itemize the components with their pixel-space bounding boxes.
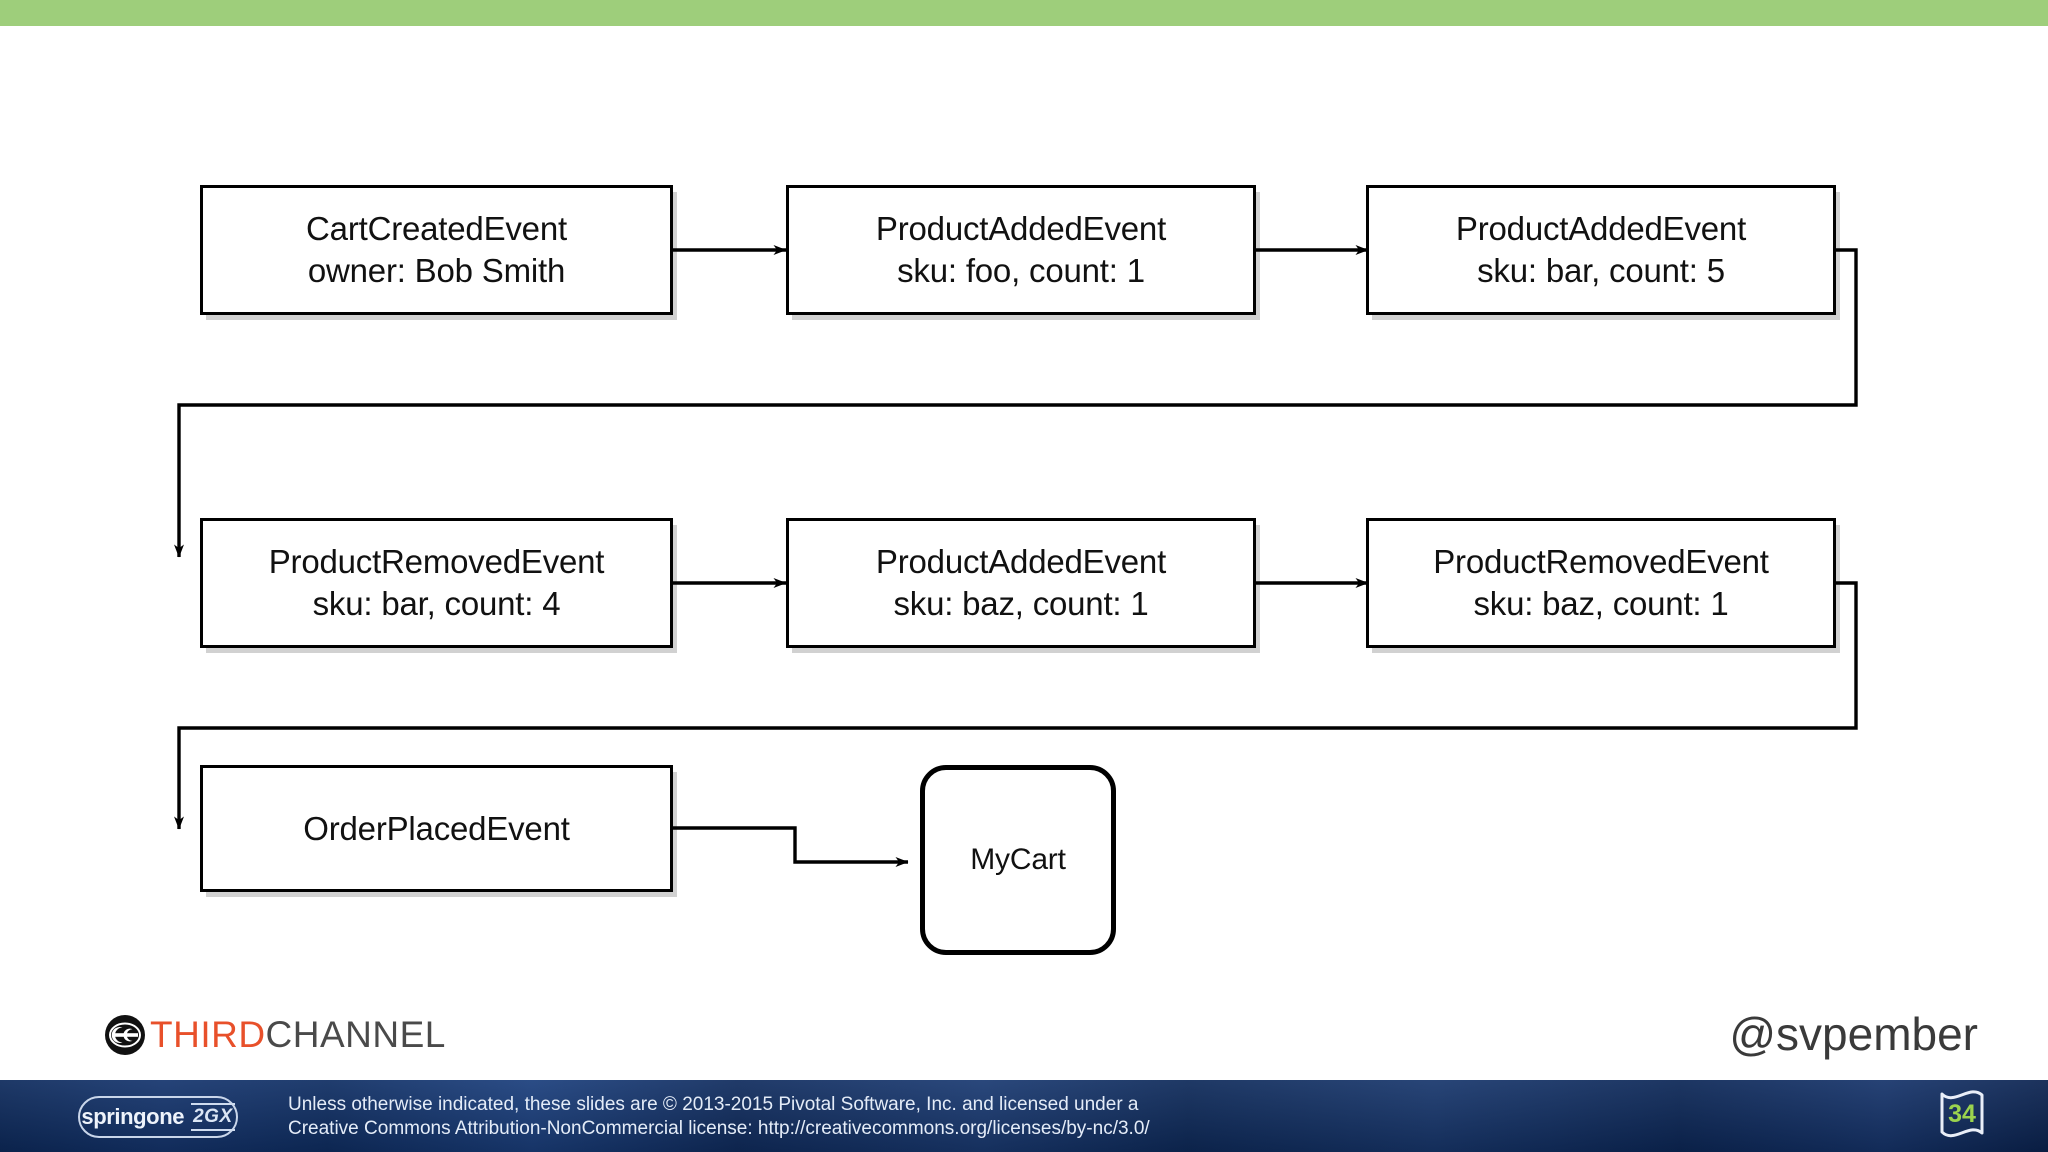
node-product-added-baz[interactable]: ProductAddedEvent sku: baz, count: 1 <box>786 518 1256 648</box>
springone-badge: 2GX <box>191 1103 235 1131</box>
node-cart-created[interactable]: CartCreatedEvent owner: Bob Smith <box>200 185 673 315</box>
node-line: ProductAddedEvent <box>1455 210 1747 247</box>
node-line: sku: baz, count: 1 <box>1473 585 1729 622</box>
twitter-handle: @svpember <box>1729 1008 1978 1060</box>
node-line: sku: bar, count: 4 <box>312 585 561 622</box>
node-line: sku: foo, count: 1 <box>897 252 1145 289</box>
license-line-1: Unless otherwise indicated, these slides… <box>288 1094 1139 1115</box>
node-product-removed-bar[interactable]: ProductRemovedEvent sku: bar, count: 4 <box>200 518 673 648</box>
thirdchannel-circle-icon <box>104 1014 146 1056</box>
node-product-added-foo[interactable]: ProductAddedEvent sku: foo, count: 1 <box>786 185 1256 315</box>
node-my-cart[interactable]: MyCart <box>920 765 1116 955</box>
springone-word: springone <box>81 1104 185 1129</box>
logo-text-channel: CHANNEL <box>265 1014 446 1055</box>
license-line-2: Creative Commons Attribution-NonCommerci… <box>288 1118 1150 1139</box>
slide-footer <box>0 1080 2048 1152</box>
edge-order-placed-to-my-cart <box>673 826 909 868</box>
node-order-placed[interactable]: OrderPlacedEvent <box>200 765 673 892</box>
node-product-added-bar[interactable]: ProductAddedEvent sku: bar, count: 5 <box>1366 185 1836 315</box>
node-line: sku: baz, count: 1 <box>893 585 1149 622</box>
node-line: owner: Bob Smith <box>307 252 566 289</box>
springone-logo: springone 2GX <box>78 1096 238 1138</box>
license-text: Unless otherwise indicated, these slides… <box>288 1093 1150 1141</box>
node-line: OrderPlacedEvent <box>303 809 570 847</box>
thirdchannel-logo: THIRDCHANNEL <box>104 1014 446 1056</box>
slide-number-badge: 34 <box>1920 1086 2004 1144</box>
event-flow-diagram: CartCreatedEvent owner: Bob Smith Produc… <box>0 26 2048 986</box>
slide-number: 34 <box>1948 1099 1976 1128</box>
node-line: sku: bar, count: 5 <box>1477 252 1725 289</box>
node-line: ProductAddedEvent <box>875 210 1167 247</box>
top-accent-bar <box>0 0 2048 26</box>
thirdchannel-wordmark: THIRDCHANNEL <box>150 1014 446 1056</box>
node-line: MyCart <box>970 843 1066 876</box>
logo-text-third: THIRD <box>150 1014 266 1055</box>
node-line: ProductAddedEvent <box>875 543 1167 580</box>
node-line: CartCreatedEvent <box>306 210 567 247</box>
node-product-removed-baz[interactable]: ProductRemovedEvent sku: baz, count: 1 <box>1366 518 1836 648</box>
flag-icon <box>1940 1090 1984 1138</box>
node-line: ProductRemovedEvent <box>1433 543 1769 580</box>
node-line: ProductRemovedEvent <box>268 543 605 580</box>
